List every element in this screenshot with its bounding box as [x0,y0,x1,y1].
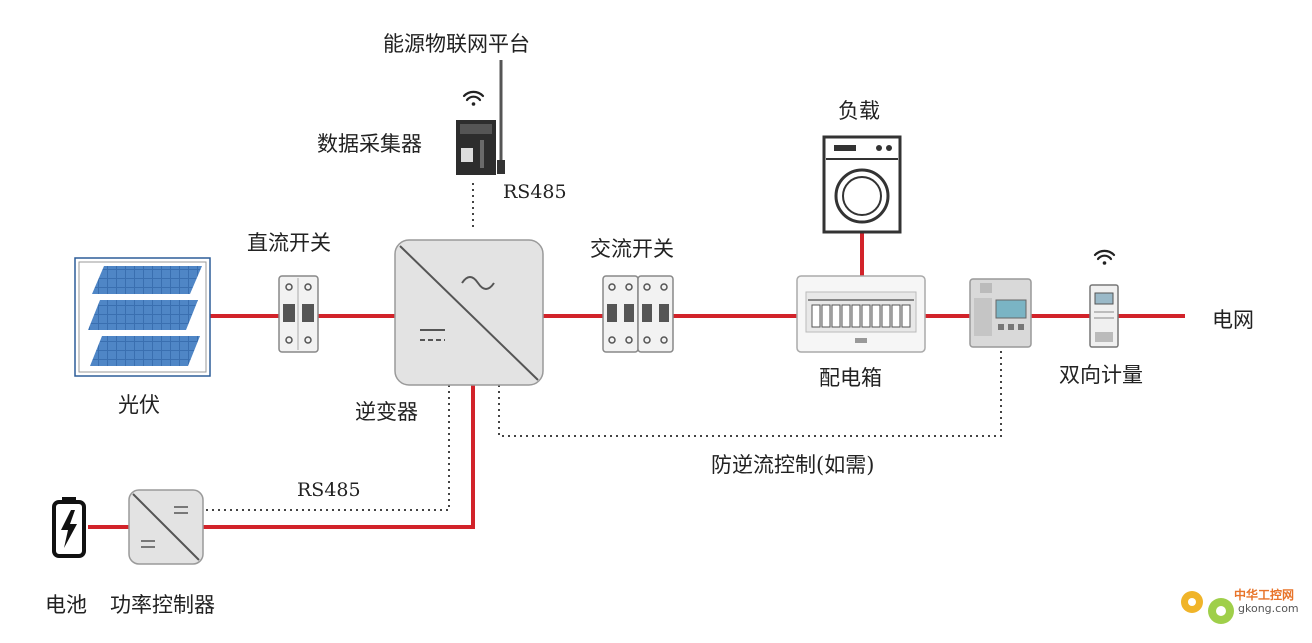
line-inverter-pcs [203,385,475,529]
label-rs485-bottom: RS485 [297,479,361,501]
solar-panel-icon [74,257,211,377]
battery-icon [52,497,86,558]
watermark-domain: gkong.com [1238,602,1299,615]
label-rs485-top: RS485 [503,181,567,203]
inverter-icon [394,239,544,386]
data-collector-icon [456,60,505,175]
power-controller-icon [128,489,204,565]
label-collector: 数据采集器 [317,132,422,156]
label-inverter: 逆变器 [355,400,418,424]
watermark-brand: 中华工控网 [1234,588,1295,602]
watermark-logo-icon [1181,591,1234,624]
wifi-icon [462,90,485,106]
breaker-icon [602,275,674,353]
washing-machine-icon [822,135,902,234]
label-load: 负载 [838,99,880,123]
label-dc-switch: 直流开关 [247,231,331,255]
label-pcs: 功率控制器 [110,593,215,617]
label-grid: 电网 [1212,308,1254,332]
label-battery: 电池 [45,593,87,617]
label-distribution-box: 配电箱 [819,366,882,390]
comm-anti-backflow [498,350,1002,437]
meter-icon [969,278,1032,348]
label-anti-backflow: 防逆流控制(如需) [711,453,875,477]
comm-inverter-pcs [203,385,450,511]
distribution-box-icon [796,275,926,353]
label-platform: 能源物联网平台 [383,32,530,56]
meter-icon [1089,284,1119,348]
wifi-icon [1093,249,1116,265]
label-pv: 光伏 [118,393,160,417]
comm-lines [203,183,1002,511]
breaker-icon [278,275,319,353]
label-bidirectional-meter: 双向计量 [1059,363,1143,387]
label-ac-switch: 交流开关 [590,237,674,261]
